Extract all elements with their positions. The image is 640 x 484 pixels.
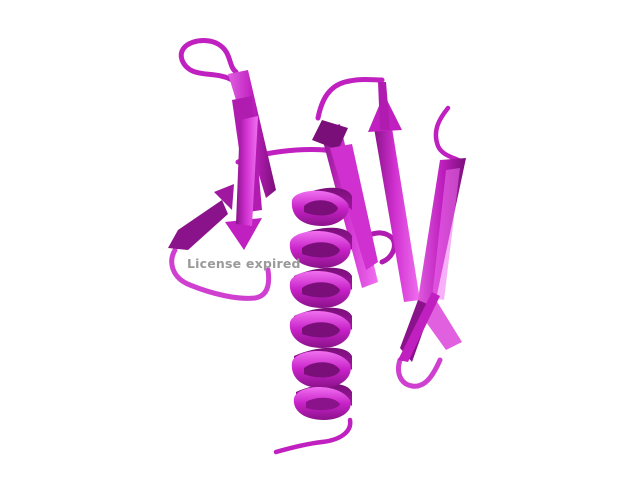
beta-strands bbox=[168, 70, 466, 362]
alpha-helix bbox=[289, 187, 352, 420]
